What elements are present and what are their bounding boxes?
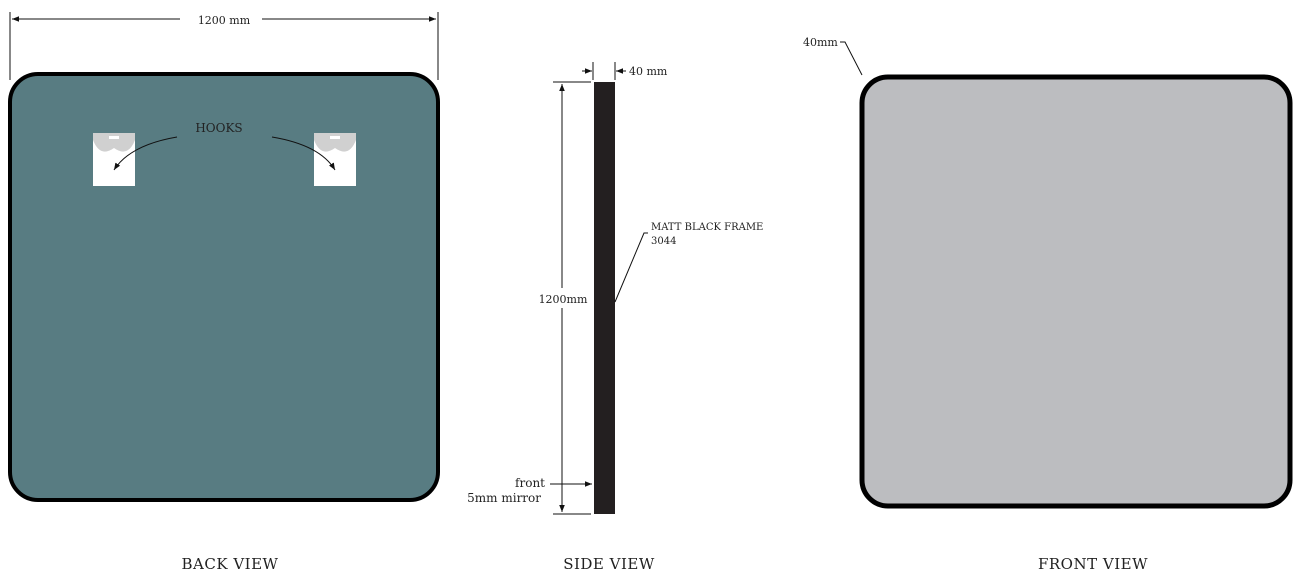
mirror-thickness-label: 5mm mirror xyxy=(467,491,541,505)
width-dimension: 1200 mm xyxy=(198,14,251,27)
front-view-title: FRONT VIEW xyxy=(1038,555,1148,573)
hook-left xyxy=(93,133,135,186)
side-frame xyxy=(594,82,615,514)
back-view: 1200 mm HOOKS BACK VIEW xyxy=(8,12,440,573)
back-panel xyxy=(8,72,440,502)
depth-dimension: 40 mm xyxy=(629,65,668,78)
back-view-title: BACK VIEW xyxy=(182,555,279,573)
frame-dimension: 40mm xyxy=(803,36,838,49)
frame-label: MATT BLACK FRAME xyxy=(651,222,763,233)
frame-dim-leader xyxy=(840,41,863,76)
frame-code: 3044 xyxy=(651,236,676,247)
hook-arrow-right xyxy=(271,136,336,171)
hooks-label: HOOKS xyxy=(195,121,242,135)
side-view-title: SIDE VIEW xyxy=(563,555,655,573)
hook-arrow-left xyxy=(113,136,178,171)
frame-leader-line xyxy=(614,232,648,303)
hook-right xyxy=(314,133,356,186)
front-view: 40mm FRONT VIEW xyxy=(803,36,1293,573)
side-view: 40 mm 1200mm MATT BLACK FRAME 3044 front… xyxy=(467,62,763,573)
front-label: front xyxy=(515,476,545,490)
front-mirror xyxy=(859,74,1293,509)
height-dimension: 1200mm xyxy=(539,293,588,306)
